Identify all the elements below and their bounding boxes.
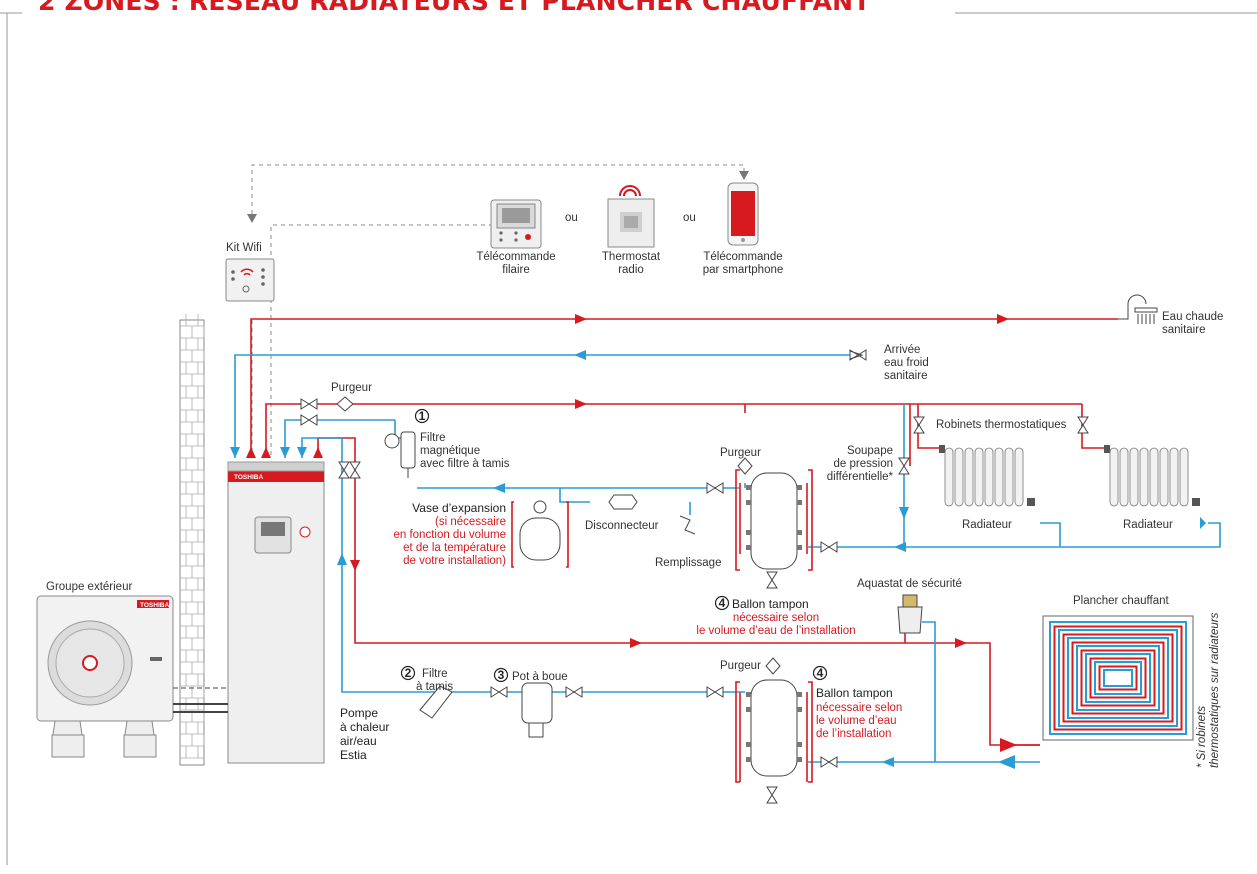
page-title: 2 ZONES : RÉSEAU RADIATEURS ET PLANCHER … bbox=[30, 0, 883, 16]
aquastat-symbol bbox=[897, 594, 923, 634]
pompe-l4: Estia bbox=[340, 748, 367, 762]
remplissage-symbol bbox=[679, 515, 696, 535]
arrivee-eau-l3: sanitaire bbox=[884, 370, 927, 382]
radiateur2-label: Radiateur bbox=[1123, 519, 1173, 531]
telecommande-smartphone-l1: Télécommande bbox=[703, 251, 782, 263]
vase-note-l3: et de la température bbox=[403, 542, 506, 554]
heat-pump-indoor-unit: TOSHIBA bbox=[227, 461, 325, 764]
telecommande-filaire-l1: Télécommande bbox=[476, 251, 555, 263]
vase-note-l2: en fonction du volume bbox=[393, 529, 506, 541]
vase-note-l4: de votre installation) bbox=[403, 555, 506, 567]
telecommande-filaire-icon bbox=[490, 199, 542, 249]
brand-label-outdoor: TOSHIBA bbox=[140, 602, 169, 609]
telecommande-filaire-l2: filaire bbox=[502, 264, 529, 276]
cold-water-pipes bbox=[234, 354, 1221, 763]
arrivee-eau-l1: Arrivée bbox=[884, 344, 920, 356]
num-circle-4a bbox=[714, 595, 730, 611]
pompe-l3: air/eau bbox=[340, 734, 377, 748]
telecommande-smartphone-l2: par smartphone bbox=[703, 264, 784, 276]
radiateur1-label: Radiateur bbox=[962, 519, 1012, 531]
purgeur-ballon1-label: Purgeur bbox=[720, 447, 761, 459]
filtre-tamis-symbol bbox=[419, 685, 453, 719]
wifi-arrow bbox=[247, 214, 257, 223]
arrivee-eau-symbol bbox=[849, 350, 864, 360]
num-circle-3 bbox=[493, 667, 509, 683]
disconnecteur-symbol bbox=[608, 494, 638, 510]
thermostat-radio-l1: Thermostat bbox=[602, 251, 661, 263]
purgeur-top-symbol bbox=[336, 396, 354, 412]
shower-icon bbox=[1118, 294, 1158, 324]
num-circle-4b bbox=[812, 665, 828, 681]
ballon1-note-l1: nécessaire selon bbox=[733, 612, 819, 624]
ballon2-num: 4 bbox=[817, 666, 824, 680]
aquastat-label: Aquastat de sécurité bbox=[857, 578, 962, 590]
ou-label-2: ou bbox=[683, 212, 696, 224]
filtre-tamis-num: 2 bbox=[405, 666, 412, 680]
robinets-label: Robinets thermostatiques bbox=[936, 419, 1067, 431]
hot-water-pipes bbox=[250, 318, 1118, 782]
filtre-mag-l2: magnétique bbox=[420, 445, 480, 457]
filtre-mag-l1: Filtre bbox=[420, 432, 446, 444]
hot-arrows bbox=[246, 314, 1017, 752]
filtre-mag-num: 1 bbox=[419, 409, 426, 423]
text-labels: Kit Wifi ou ou Télécommande filaire Ther… bbox=[46, 212, 1223, 768]
arrivee-eau-l2: eau froid bbox=[884, 357, 929, 369]
cold-arrows bbox=[230, 350, 1206, 769]
soupape-l1: Soupape bbox=[847, 445, 893, 457]
pot-boue-label: Pot à boue bbox=[512, 671, 568, 683]
footnote-l1: * Si robinets bbox=[1196, 706, 1208, 768]
soupape-l2: de pression bbox=[834, 458, 893, 470]
filtre-mag-l3: avec filtre à tamis bbox=[420, 458, 510, 470]
ballon2-title: Ballon tampon bbox=[816, 686, 893, 700]
pot-boue-symbol bbox=[521, 682, 553, 738]
filtre-magnetique-symbol bbox=[384, 431, 416, 478]
vase-title: Vase d’expansion bbox=[412, 501, 506, 515]
eau-chaude-l2: sanitaire bbox=[1162, 324, 1205, 336]
pot-boue-num: 3 bbox=[498, 668, 505, 682]
groupe-ext-label: Groupe extérieur bbox=[46, 581, 132, 593]
plancher-chauffant bbox=[1042, 615, 1194, 741]
ballon1-title: Ballon tampon bbox=[732, 597, 809, 611]
kit-wifi-icon bbox=[225, 258, 275, 302]
radiateur-1 bbox=[939, 445, 1035, 507]
pompe-l1: Pompe bbox=[340, 706, 378, 720]
ballon-tampon-2 bbox=[735, 657, 813, 783]
remplissage-label: Remplissage bbox=[655, 557, 721, 569]
thermostat-radio-icon bbox=[607, 185, 655, 248]
wall bbox=[179, 314, 205, 766]
soupape-l3: différentielle* bbox=[827, 471, 894, 483]
ballon1-num: 4 bbox=[719, 596, 726, 610]
plancher-label: Plancher chauffant bbox=[1073, 595, 1169, 607]
outdoor-unit: TOSHIBA bbox=[36, 595, 228, 758]
brand-label-pac: TOSHIBA bbox=[234, 474, 263, 481]
num-circle-1 bbox=[414, 408, 430, 424]
filtre-tamis-l1: Filtre bbox=[422, 668, 448, 680]
phone-arrow bbox=[739, 171, 749, 180]
pompe-l2: à chaleur bbox=[340, 720, 389, 734]
ballon2-note-l2: le volume d’eau bbox=[816, 715, 897, 727]
thermostat-radio-l2: radio bbox=[618, 264, 644, 276]
eau-chaude-l1: Eau chaude bbox=[1162, 311, 1223, 323]
kit-wifi-label: Kit Wifi bbox=[226, 242, 262, 254]
ballon2-note-l3: de l’installation bbox=[816, 728, 891, 740]
num-circle-2 bbox=[400, 665, 416, 681]
purgeur-top-label: Purgeur bbox=[331, 382, 372, 394]
ballon1-note-l2: le volume d’eau de l’installation bbox=[696, 625, 855, 637]
vase-note-l1: (si nécessaire bbox=[435, 516, 506, 528]
vase-expansion bbox=[511, 500, 569, 568]
smartphone-icon bbox=[727, 182, 759, 246]
ou-label-1: ou bbox=[565, 212, 578, 224]
ballon2-note-l1: nécessaire selon bbox=[816, 702, 902, 714]
disconnecteur-label: Disconnecteur bbox=[585, 520, 659, 532]
filtre-tamis-l2: à tamis bbox=[416, 681, 453, 693]
purgeur-ballon2-label: Purgeur bbox=[720, 660, 761, 672]
footnote-l2: thermostatiques sur radiateurs bbox=[1209, 612, 1221, 768]
radiateur-2 bbox=[1104, 445, 1200, 507]
ballon-tampon-1 bbox=[735, 457, 813, 571]
